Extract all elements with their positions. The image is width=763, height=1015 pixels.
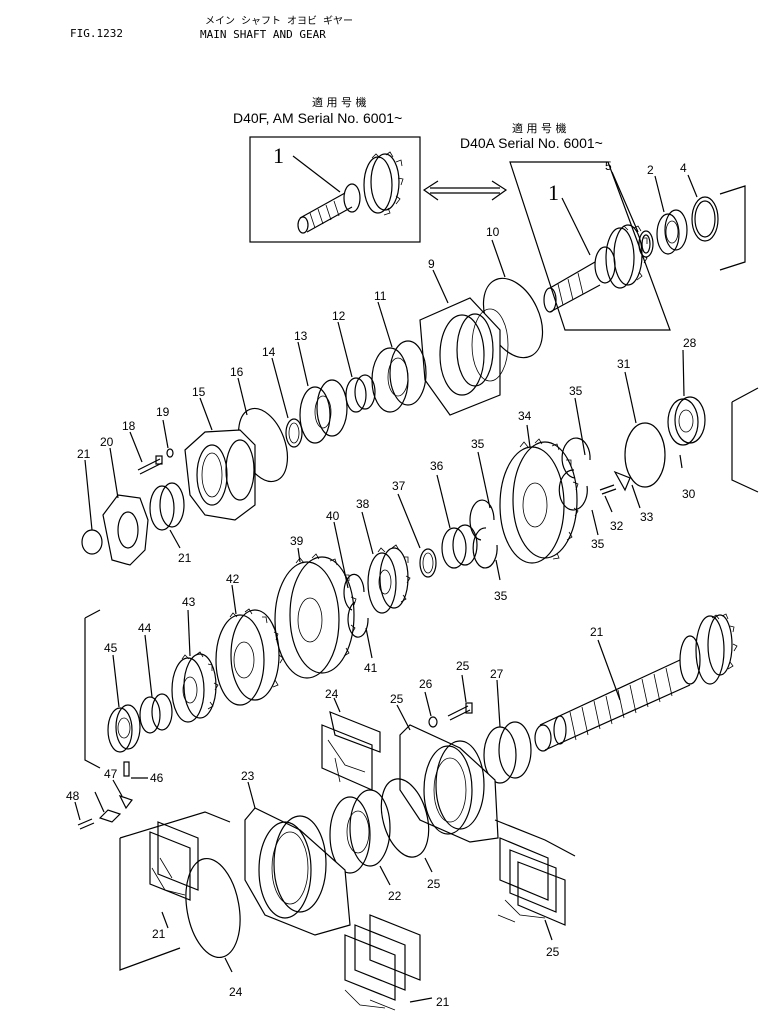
callout-15: 20 — [100, 435, 114, 449]
interchange-arrow — [422, 180, 508, 201]
callout-12: 16 — [230, 365, 244, 379]
callout-3: 5 — [605, 159, 612, 173]
callout-11: 15 — [192, 385, 206, 399]
lower-right-assembly: 27 25 26 25 24 25 — [321, 659, 576, 959]
callout-30: 30 — [682, 487, 696, 501]
callout-29: 28 — [683, 336, 697, 350]
callout-24: 25 — [427, 877, 441, 891]
callout-32: 32 — [610, 519, 624, 533]
callout-45: 46 — [150, 771, 164, 785]
callout-47: 48 — [66, 789, 80, 803]
callout-2: 2 — [647, 163, 654, 177]
callout-21b: 21 — [436, 995, 450, 1009]
callout-23: 25 — [390, 692, 404, 706]
variant-d40a-jp-label: 適 用 号 機 — [512, 121, 567, 135]
callout-5: 9 — [428, 257, 435, 271]
callout-36: 36 — [430, 459, 444, 473]
callout-10: 14 — [262, 345, 276, 359]
callout-17: 21 — [178, 551, 192, 565]
callout-1a: 1 — [273, 143, 284, 168]
callout-27: 26 — [419, 677, 433, 691]
callout-26: 25 — [456, 659, 470, 673]
callout-41: 42 — [226, 572, 240, 586]
right-gear-assembly: 28 30 31 33 32 35 35 — [274, 336, 759, 679]
callout-35a: 35 — [569, 384, 583, 398]
callout-6: 10 — [486, 225, 500, 239]
callout-38: 38 — [356, 497, 370, 511]
callout-42: 43 — [182, 595, 196, 609]
callout-25a: 24 — [325, 687, 339, 701]
figure-title: MAIN SHAFT AND GEAR — [200, 28, 326, 41]
callout-20: 24 — [229, 985, 243, 999]
callout-21a: 21 — [152, 927, 166, 941]
callout-35b: 35 — [591, 537, 605, 551]
callout-39: 39 — [290, 534, 304, 548]
callout-18: 21 — [590, 625, 604, 639]
callout-31: 31 — [617, 357, 631, 371]
callout-14: 19 — [156, 405, 170, 419]
callout-33: 33 — [640, 510, 654, 524]
callout-35c: 35 — [471, 437, 485, 451]
variant-d40f-serial: D40F, AM Serial No. 6001~ — [233, 110, 402, 126]
figure-number: FIG.1232 — [70, 27, 123, 40]
callout-22: 22 — [388, 889, 402, 903]
upper-assembly: 10 9 11 12 13 — [77, 225, 544, 566]
callout-1b: 1 — [548, 180, 559, 205]
title-japanese: メイン シャフト オヨビ ギヤー — [205, 16, 354, 27]
callout-43: 44 — [138, 621, 152, 635]
callout-13: 18 — [122, 419, 136, 433]
main-shaft: 21 — [534, 613, 738, 752]
callout-4: 4 — [680, 161, 687, 175]
callout-40b: 41 — [364, 661, 378, 675]
callout-7: 11 — [374, 289, 387, 303]
variant-d40f-jp-label: 適 用 号 機 — [312, 95, 367, 109]
variant-box-d40a: 適 用 号 機 D40A Serial No. 6001~ 1 5 2 — [460, 121, 746, 331]
callout-9: 13 — [294, 329, 308, 343]
variant-box-d40f: 適 用 号 機 D40F, AM Serial No. 6001~ 1 — [233, 95, 421, 243]
callout-34: 34 — [518, 409, 532, 423]
lower-gear-assembly: 42 43 44 45 46 — [66, 572, 284, 830]
callout-40a: 40 — [326, 509, 340, 523]
callout-44: 45 — [104, 641, 118, 655]
callout-46: 47 — [104, 767, 118, 781]
callout-8: 12 — [332, 309, 346, 323]
variant-d40a-serial: D40A Serial No. 6001~ — [460, 135, 603, 151]
callout-35d: 35 — [494, 589, 508, 603]
callout-25b: 25 — [546, 945, 560, 959]
callout-16: 21 — [77, 447, 91, 461]
callout-19: 23 — [241, 769, 255, 783]
callout-37: 37 — [392, 479, 406, 493]
bottom-assembly: 23 24 21 21 — [119, 769, 450, 1011]
callout-28: 27 — [490, 667, 504, 681]
